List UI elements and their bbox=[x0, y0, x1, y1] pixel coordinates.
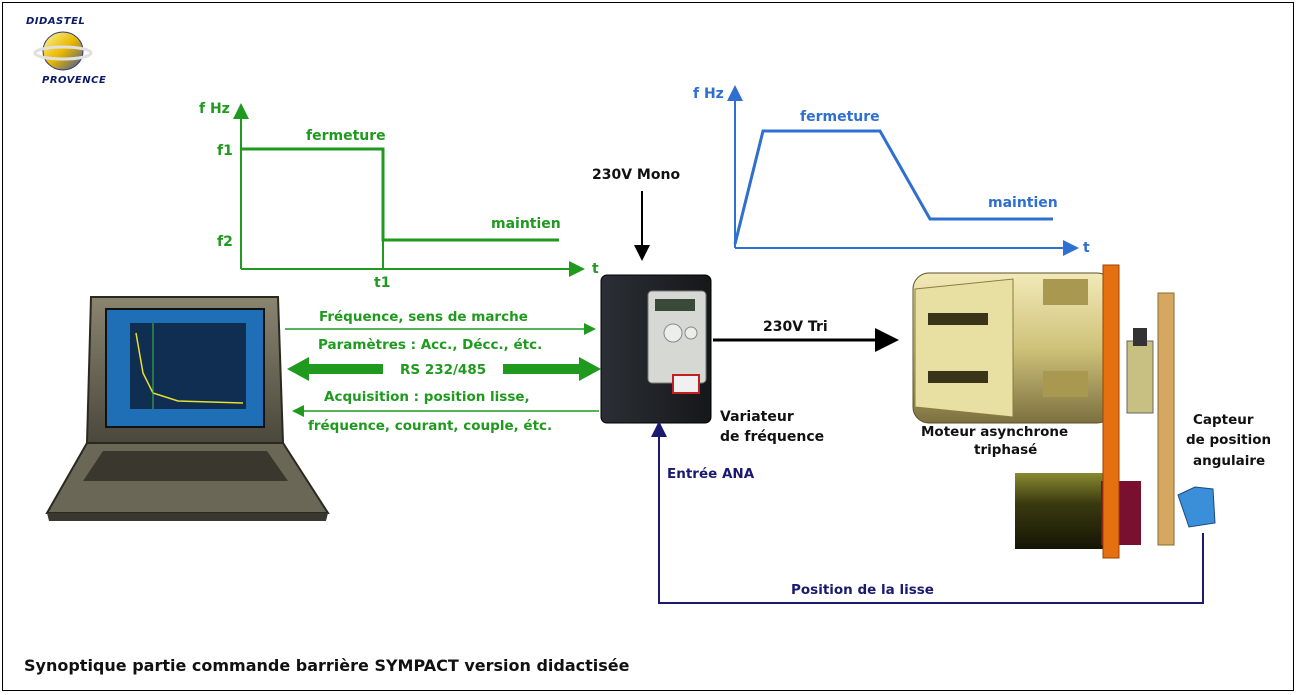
green-label-fermeture: fermeture bbox=[306, 128, 386, 144]
tick-f2: f2 bbox=[217, 234, 233, 250]
synoptic-diagram: f Hz t f1 f2 t1 fermeture maintien f Hz … bbox=[33, 31, 1271, 604]
drive-label-1: Variateur bbox=[720, 409, 794, 425]
motor-label-1: Moteur asynchrone bbox=[921, 424, 1068, 440]
sensor-label-3: angulaire bbox=[1193, 453, 1265, 469]
frequency-drive-illustration bbox=[600, 274, 712, 424]
green-frequency-graph: f Hz t f1 f2 t1 fermeture maintien bbox=[199, 101, 599, 291]
analog-input-label: Entrée ANA bbox=[667, 466, 755, 482]
angular-sensor bbox=[1177, 486, 1216, 528]
laptop-illustration bbox=[45, 296, 330, 521]
rs232-bus-arrow bbox=[287, 357, 601, 381]
green-y-axis-label: f Hz bbox=[199, 101, 230, 117]
caption: Synoptique partie commande barrière SYMP… bbox=[24, 656, 630, 675]
sensor-label-1: Capteur bbox=[1193, 412, 1254, 428]
motor-illustration bbox=[912, 264, 1216, 559]
drive-label-2: de fréquence bbox=[720, 429, 824, 445]
link-label-acquisition: Acquisition : position lisse, bbox=[324, 389, 530, 405]
blue-y-axis-label: f Hz bbox=[693, 86, 724, 102]
link-label-frequency: Fréquence, sens de marche bbox=[319, 309, 528, 325]
blue-frequency-graph: f Hz t fermeture maintien bbox=[693, 85, 1090, 256]
link-label-measures: fréquence, courant, couple, étc. bbox=[308, 418, 552, 434]
link-label-parameters: Paramètres : Acc., Décc., étc. bbox=[318, 337, 542, 353]
tri-supply-label: 230V Tri bbox=[763, 319, 828, 335]
position-feedback-label: Position de la lisse bbox=[791, 582, 934, 598]
blue-x-axis-label: t bbox=[1083, 240, 1090, 256]
logo-text-bottom: PROVENCE bbox=[42, 75, 107, 86]
position-feedback-line bbox=[651, 421, 1204, 604]
blue-label-maintien: maintien bbox=[988, 195, 1058, 211]
blue-label-fermeture: fermeture bbox=[800, 109, 880, 125]
green-label-maintien: maintien bbox=[491, 216, 561, 232]
motor-shaft bbox=[1015, 473, 1105, 549]
bus-label: RS 232/485 bbox=[400, 362, 486, 378]
tick-f1: f1 bbox=[217, 143, 233, 159]
green-x-axis-label: t bbox=[592, 261, 599, 277]
mounting-plate bbox=[1102, 264, 1120, 559]
didastel-logo bbox=[33, 31, 93, 71]
mono-supply-label: 230V Mono bbox=[592, 167, 680, 183]
sensor-label-2: de position bbox=[1186, 432, 1271, 448]
motor-label-2: triphasé bbox=[974, 442, 1037, 458]
blue-frequency-curve bbox=[733, 129, 1053, 245]
logo-text-top: DIDASTEL bbox=[26, 16, 86, 27]
green-frequency-curve bbox=[241, 147, 559, 242]
tick-t1: t1 bbox=[374, 275, 390, 291]
